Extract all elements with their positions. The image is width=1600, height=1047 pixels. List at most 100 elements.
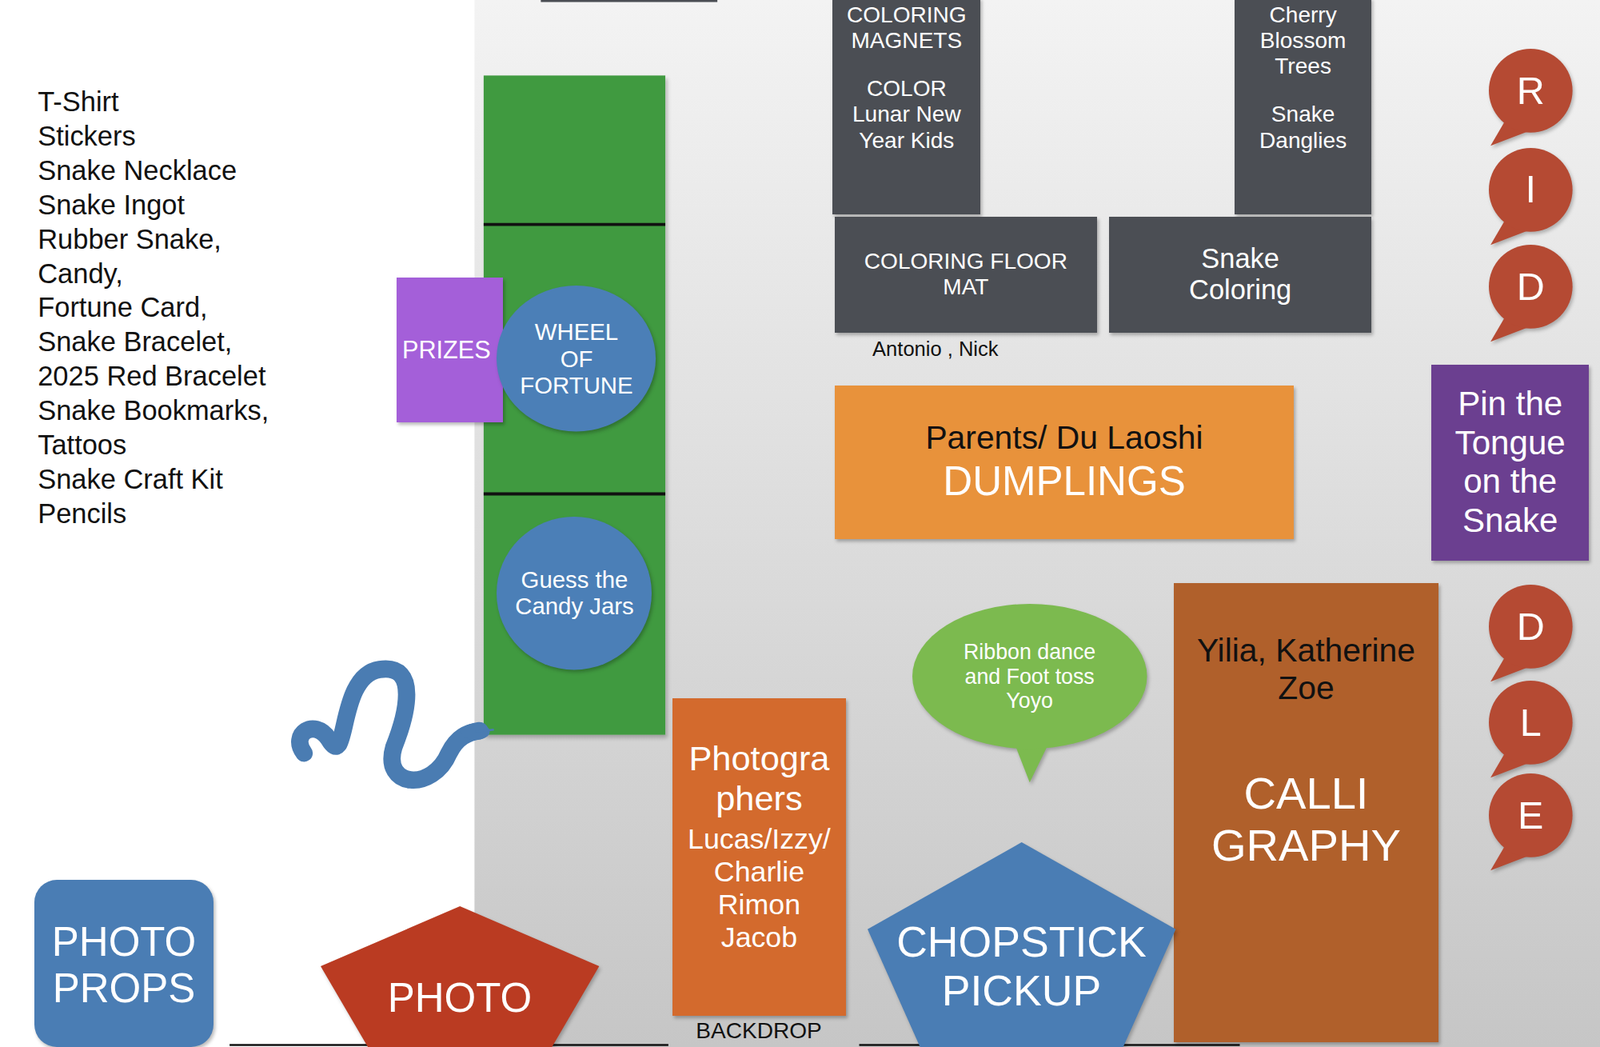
station-round: PHOTO PROPS <box>34 879 213 1047</box>
prize-list-item: Snake Bookmarks, <box>37 394 269 427</box>
table-divider <box>483 223 666 227</box>
pentagon-station <box>867 841 1176 1047</box>
station-label: CHOPSTICK PICKUP <box>875 917 1168 1016</box>
station-pent: PHOTO <box>320 905 599 1047</box>
station-label: E <box>1517 793 1544 838</box>
prize-list-item: Snake Ingot <box>37 188 185 222</box>
station-label: CALLI GRAPHY <box>1181 767 1431 871</box>
text-stack: I <box>1524 167 1536 212</box>
note-label: BACKDROP <box>695 1017 822 1045</box>
text-stack: COLORING FLOOR MAT <box>842 248 1090 301</box>
station-content: D <box>1488 584 1573 669</box>
white-area <box>0 0 475 1047</box>
station-content: I <box>1488 147 1573 232</box>
text-stack: L <box>1520 700 1542 746</box>
station-content: Pin the Tongue on the Snake <box>1431 364 1589 561</box>
text-stack: Cherry Blossom TreesSnake Danglies <box>1242 2 1364 154</box>
station-label: Guess the Candy Jars <box>510 566 639 620</box>
station-rect: Cherry Blossom TreesSnake Danglies <box>1234 0 1372 215</box>
station-content: Parents/ Du LaoshiDUMPLINGS <box>834 385 1294 539</box>
text-stack: E <box>1517 793 1544 838</box>
station-rect: Pin the Tongue on the Snake <box>1431 364 1589 561</box>
station-rect: Snake Coloring <box>1109 216 1372 333</box>
station-content: Snake Coloring <box>1109 216 1372 333</box>
station-cloud: Ribbon dance and Foot toss Yoyo <box>912 603 1148 783</box>
speech-callout <box>912 603 1148 749</box>
prize-list-item: Pencils <box>37 497 127 531</box>
snake-tongue <box>475 729 495 732</box>
station-label: I <box>1524 167 1536 212</box>
station-bubble: R <box>1488 48 1573 146</box>
station-label: Snake Coloring <box>1163 243 1317 307</box>
prize-list-item: 2025 Red Bracelet <box>37 359 266 393</box>
station-label: D <box>1516 264 1545 310</box>
station-content: E <box>1488 773 1573 858</box>
station-label: Pin the Tongue on the Snake <box>1440 384 1581 540</box>
prize-list-item: Tattoos <box>37 428 127 462</box>
station-label: Parents/ Du Laoshi <box>925 418 1203 457</box>
text-stack: Parents/ Du LaoshiDUMPLINGS <box>925 418 1203 506</box>
station-content: PRIZES <box>396 277 503 423</box>
station-content: PHOTO <box>320 905 599 1047</box>
station-label: Ribbon dance and Foot toss Yoyo <box>954 639 1104 714</box>
letter-bubble <box>1488 48 1573 133</box>
station-label: COLORING FLOOR MAT <box>842 248 1090 301</box>
text-stack: R <box>1516 68 1545 114</box>
station-ellipse: WHEEL OF FORTUNE <box>496 285 656 431</box>
station-label: L <box>1520 700 1542 746</box>
station-bubble: D <box>1488 244 1573 342</box>
station-label: Photogra phers <box>681 738 837 819</box>
text-stack: PHOTO PROPS <box>43 918 206 1013</box>
station-content: COLORING MAGNETS COLOR Lunar New Year Kid… <box>832 0 981 215</box>
station-content: R <box>1488 48 1573 133</box>
station-content: WHEEL OF FORTUNE <box>496 285 656 431</box>
station-label: Snake Danglies <box>1242 101 1364 154</box>
station-label: WHEEL OF FORTUNE <box>518 318 636 400</box>
letter-bubble <box>1488 680 1573 765</box>
station-label: PRIZES <box>402 335 491 364</box>
station-label: Lucas/Izzy/ Charlie Rimon Jacob <box>681 822 837 954</box>
station-label: PHOTO PROPS <box>43 918 206 1013</box>
game-table <box>483 75 666 735</box>
station-label: Cherry Blossom Trees <box>1242 2 1364 80</box>
station-rect: Yilia, Katherine ZoeCALLI GRAPHY <box>1173 582 1440 1042</box>
station-label: COLOR Lunar New Year Kids <box>841 75 974 154</box>
prize-list-item: T-Shirt <box>37 85 119 119</box>
station-bubble: L <box>1488 680 1573 778</box>
station-label: COLORING MAGNETS <box>841 2 974 55</box>
text-stack: Ribbon dance and Foot toss Yoyo <box>954 639 1104 714</box>
game-circle <box>496 516 652 670</box>
station-content: Ribbon dance and Foot toss Yoyo <box>912 603 1148 749</box>
station-ellipse: Guess the Candy Jars <box>496 516 652 670</box>
prize-list-item: Snake Necklace <box>37 154 237 188</box>
station-rect: COLORING FLOOR MAT <box>834 216 1098 333</box>
station-label: R <box>1516 68 1545 114</box>
partial-table <box>540 0 718 3</box>
station-label: Yilia, Katherine Zoe <box>1181 631 1431 707</box>
station-content: Yilia, Katherine ZoeCALLI GRAPHY <box>1173 582 1440 1042</box>
station-label: PHOTO <box>387 974 533 1022</box>
station-rect: PRIZES <box>396 277 503 423</box>
text-stack: Pin the Tongue on the Snake <box>1440 384 1581 540</box>
game-circle <box>496 285 656 431</box>
text-stack: PHOTO <box>387 974 533 1022</box>
station-content: CHOPSTICK PICKUP <box>867 841 1176 1047</box>
pentagon-station <box>320 905 599 1047</box>
prize-list-item: Stickers <box>37 119 136 153</box>
table-divider <box>483 492 666 496</box>
station-content: Guess the Candy Jars <box>496 516 652 670</box>
letter-bubble <box>1488 244 1573 329</box>
text-stack: PRIZES <box>402 335 491 364</box>
letter-bubble <box>1488 584 1573 669</box>
prize-list-item: Fortune Card, <box>37 291 208 324</box>
station-rect: Parents/ Du LaoshiDUMPLINGS <box>834 385 1294 539</box>
station-label: DUMPLINGS <box>942 458 1186 506</box>
text-stack: Photogra phersLucas/Izzy/ Charlie Rimon … <box>681 738 837 954</box>
text-stack: D <box>1516 604 1545 650</box>
station-content: Cherry Blossom TreesSnake Danglies <box>1234 0 1372 215</box>
station-label: D <box>1516 604 1545 650</box>
station-rect: COLORING MAGNETS COLOR Lunar New Year Kid… <box>832 0 981 215</box>
station-pent: CHOPSTICK PICKUP <box>867 841 1176 1047</box>
station-content: COLORING FLOOR MAT <box>834 216 1098 333</box>
